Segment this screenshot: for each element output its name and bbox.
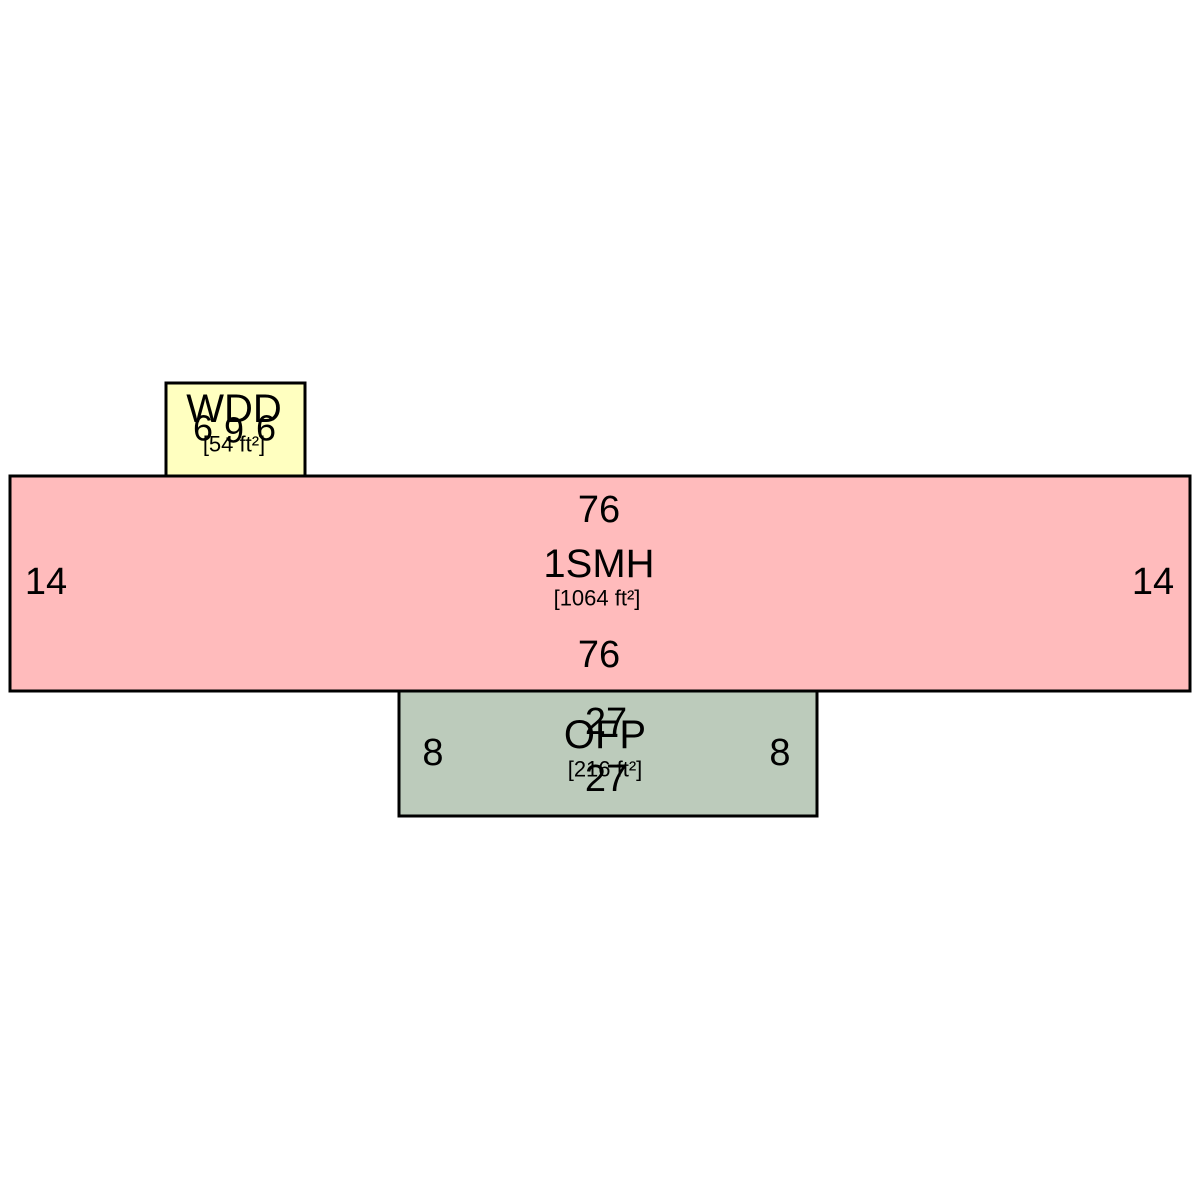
section-ofp-shape — [397, 689, 819, 818]
section-ofp-dim-bottom: 27 — [585, 758, 627, 800]
section-1smh-dim-bottom: 76 — [578, 634, 620, 676]
section-1smh-dim-left: 14 — [25, 561, 67, 603]
section-1smh-shape — [8, 474, 1192, 693]
section-wdd-dim-b: 9 — [224, 410, 244, 451]
section-wdd-area: [54 ft²] — [203, 432, 265, 457]
section-1smh-area: [1064 ft²] — [554, 586, 641, 611]
section-ofp-dim-right: 8 — [769, 732, 790, 774]
section-ofp-dim-left: 8 — [422, 732, 443, 774]
section-1smh: 76 1SMH [1064 ft²] 76 14 14 — [8, 474, 1192, 693]
section-1smh-name: 1SMH — [543, 542, 654, 586]
section-wdd-name: WDD — [186, 387, 282, 431]
section-ofp-name: OFP — [564, 713, 646, 757]
section-wdd: 6 9 6 WDD [54 ft²] — [164, 381, 307, 478]
section-wdd-dim-c: 6 — [256, 408, 276, 449]
section-1smh-dim-right: 14 — [1132, 561, 1174, 603]
section-1smh-dim-top: 76 — [578, 489, 620, 531]
section-wdd-dim-a: 6 — [193, 408, 213, 449]
section-wdd-shape — [164, 381, 307, 478]
section-ofp-area: [216 ft²] — [568, 757, 643, 782]
section-ofp: 27 OFP [216 ft²] 27 8 8 — [397, 689, 819, 818]
section-ofp-dim-top: 27 — [585, 701, 627, 743]
